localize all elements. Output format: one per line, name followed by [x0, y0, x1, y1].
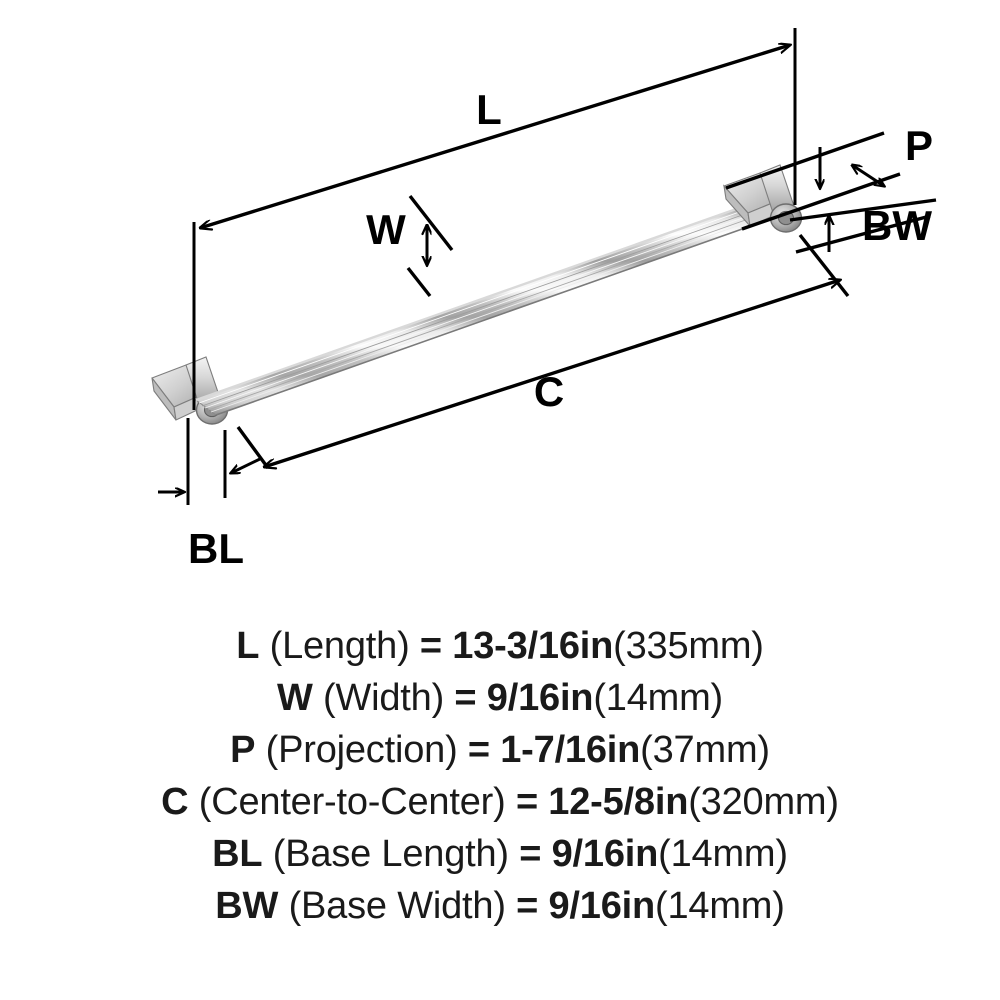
spec-metric-width: (14mm)	[593, 677, 723, 719]
handle-bar-top-edge	[195, 205, 743, 402]
handle-bar-bottom-edge	[215, 221, 763, 416]
spec-imperial-width: 9/16in	[486, 677, 594, 719]
spec-metric-base-width: (14mm)	[655, 885, 785, 927]
label-center-to-center: C	[534, 368, 564, 415]
spec-name-length: (Length)	[269, 625, 410, 667]
specifications-list: L (Length) = 13-3/16in(335mm) W (Width) …	[0, 612, 1000, 1000]
spec-name-width: (Width)	[323, 677, 445, 719]
dimension-projection: P	[725, 122, 933, 231]
spec-eq-width: =	[454, 677, 477, 719]
spec-metric-center-to-center: (320mm)	[688, 781, 839, 823]
spec-row-base-length: BL (Base Length) = 9/16in(14mm)	[0, 828, 1000, 880]
spec-row-center-to-center: C (Center-to-Center) = 12-5/8in(320mm)	[0, 776, 1000, 828]
spec-row-width: W (Width) = 9/16in(14mm)	[0, 672, 1000, 724]
spec-imperial-projection: 1-7/16in	[500, 729, 641, 771]
spec-name-base-length: (Base Length)	[272, 833, 509, 875]
dimension-width: W	[366, 194, 454, 298]
base-length-arrow-right	[231, 456, 263, 473]
dimension-base-length: BL	[158, 418, 263, 572]
handle-bar	[194, 205, 764, 416]
base-width-leader-lower	[795, 214, 931, 254]
spec-abbr-projection: P	[230, 729, 256, 771]
spec-eq-base-length: =	[519, 833, 542, 875]
spec-imperial-base-length: 9/16in	[551, 833, 659, 875]
length-dimension-line	[200, 45, 790, 228]
base-width-leader-upper	[789, 198, 937, 222]
spec-eq-projection: =	[467, 729, 490, 771]
spec-name-projection: (Projection)	[265, 729, 458, 771]
label-base-width-text: BW	[862, 202, 932, 249]
spec-name-center-to-center: (Center-to-Center)	[198, 781, 506, 823]
spec-eq-length: =	[419, 625, 442, 667]
spec-abbr-base-width: BW	[215, 885, 279, 927]
spec-metric-length: (335mm)	[613, 625, 764, 667]
spec-row-length: L (Length) = 13-3/16in(335mm)	[0, 620, 1000, 672]
spec-abbr-center-to-center: C	[161, 781, 189, 823]
pull-handle-illustration	[151, 164, 803, 425]
spec-abbr-width: W	[276, 677, 313, 719]
dimension-length: L	[192, 28, 797, 410]
width-leader-lower	[406, 266, 432, 298]
c-dimension-line	[264, 280, 840, 467]
label-length: L	[476, 86, 502, 133]
dimension-diagram: L W P C BW	[151, 28, 937, 572]
dimension-base-width: C BW	[789, 198, 937, 254]
projection-dimension-line	[852, 165, 884, 186]
dimension-center-to-center: C	[236, 233, 850, 468]
projection-leader-upper	[725, 131, 885, 190]
width-leader-upper	[408, 194, 454, 252]
spec-imperial-center-to-center: 12-5/8in	[548, 781, 689, 823]
spec-row-base-width: BW (Base Width) = 9/16in(14mm)	[0, 880, 1000, 932]
spec-metric-base-length: (14mm)	[658, 833, 788, 875]
label-base-length: BL	[188, 525, 244, 572]
spec-metric-projection: (37mm)	[640, 729, 770, 771]
label-projection: P	[905, 122, 933, 169]
spec-eq-base-width: =	[516, 885, 539, 927]
label-width: W	[366, 206, 406, 253]
spec-name-base-width: (Base Width)	[288, 885, 506, 927]
spec-abbr-length: L	[236, 625, 260, 667]
spec-imperial-base-width: 9/16in	[548, 885, 656, 927]
spec-row-projection: P (Projection) = 1-7/16in(37mm)	[0, 724, 1000, 776]
diagram-area: L W P C BW	[151, 28, 937, 572]
spec-imperial-length: 13-3/16in	[452, 625, 614, 667]
spec-abbr-base-length: BL	[212, 833, 263, 875]
spec-eq-center-to-center: =	[515, 781, 538, 823]
